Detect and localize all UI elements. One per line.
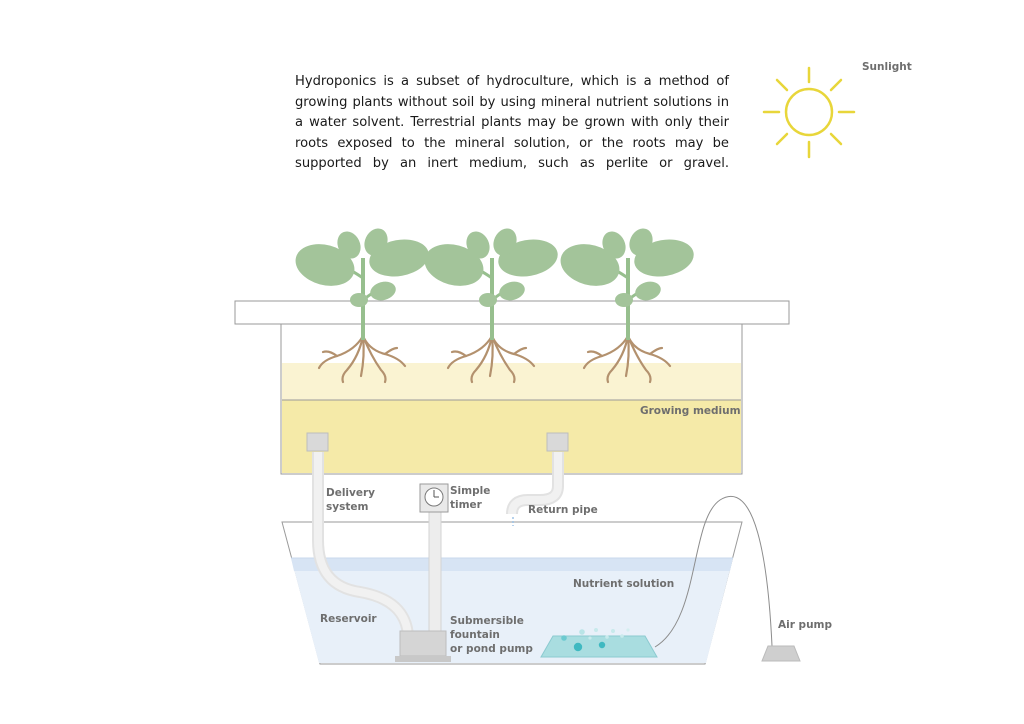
intro-paragraph: Hydroponics is a subset of hydroculture,… [295, 74, 729, 172]
sunlight-label: Sunlight [862, 61, 912, 73]
return-pipe [506, 432, 569, 526]
plant [295, 228, 429, 384]
reservoir-label: Reservoir [320, 613, 377, 625]
simple-timer-label: Simple timer [450, 485, 491, 511]
growing-medium-label: Growing medium [640, 405, 741, 417]
air-hose [654, 496, 773, 648]
growing-medium-container [280, 323, 743, 475]
tray-lid [234, 300, 790, 325]
clock-icon [424, 487, 444, 507]
simple-timer [419, 483, 449, 635]
delivery-pipe [306, 432, 414, 637]
plant [560, 228, 694, 384]
nutrient-solution-label: Nutrient solution [573, 578, 675, 590]
delivery-system-label: Delivery system [326, 487, 376, 513]
submersible-pump [395, 630, 451, 662]
plant [424, 228, 558, 384]
air-pump-label: Air pump [778, 619, 833, 631]
sun-icon [762, 66, 856, 159]
return-pipe-label: Return pipe [528, 504, 598, 516]
air-pump [761, 645, 801, 662]
air-stone [540, 628, 658, 658]
pump-label: Submersible fountain or pond pump [450, 615, 533, 655]
